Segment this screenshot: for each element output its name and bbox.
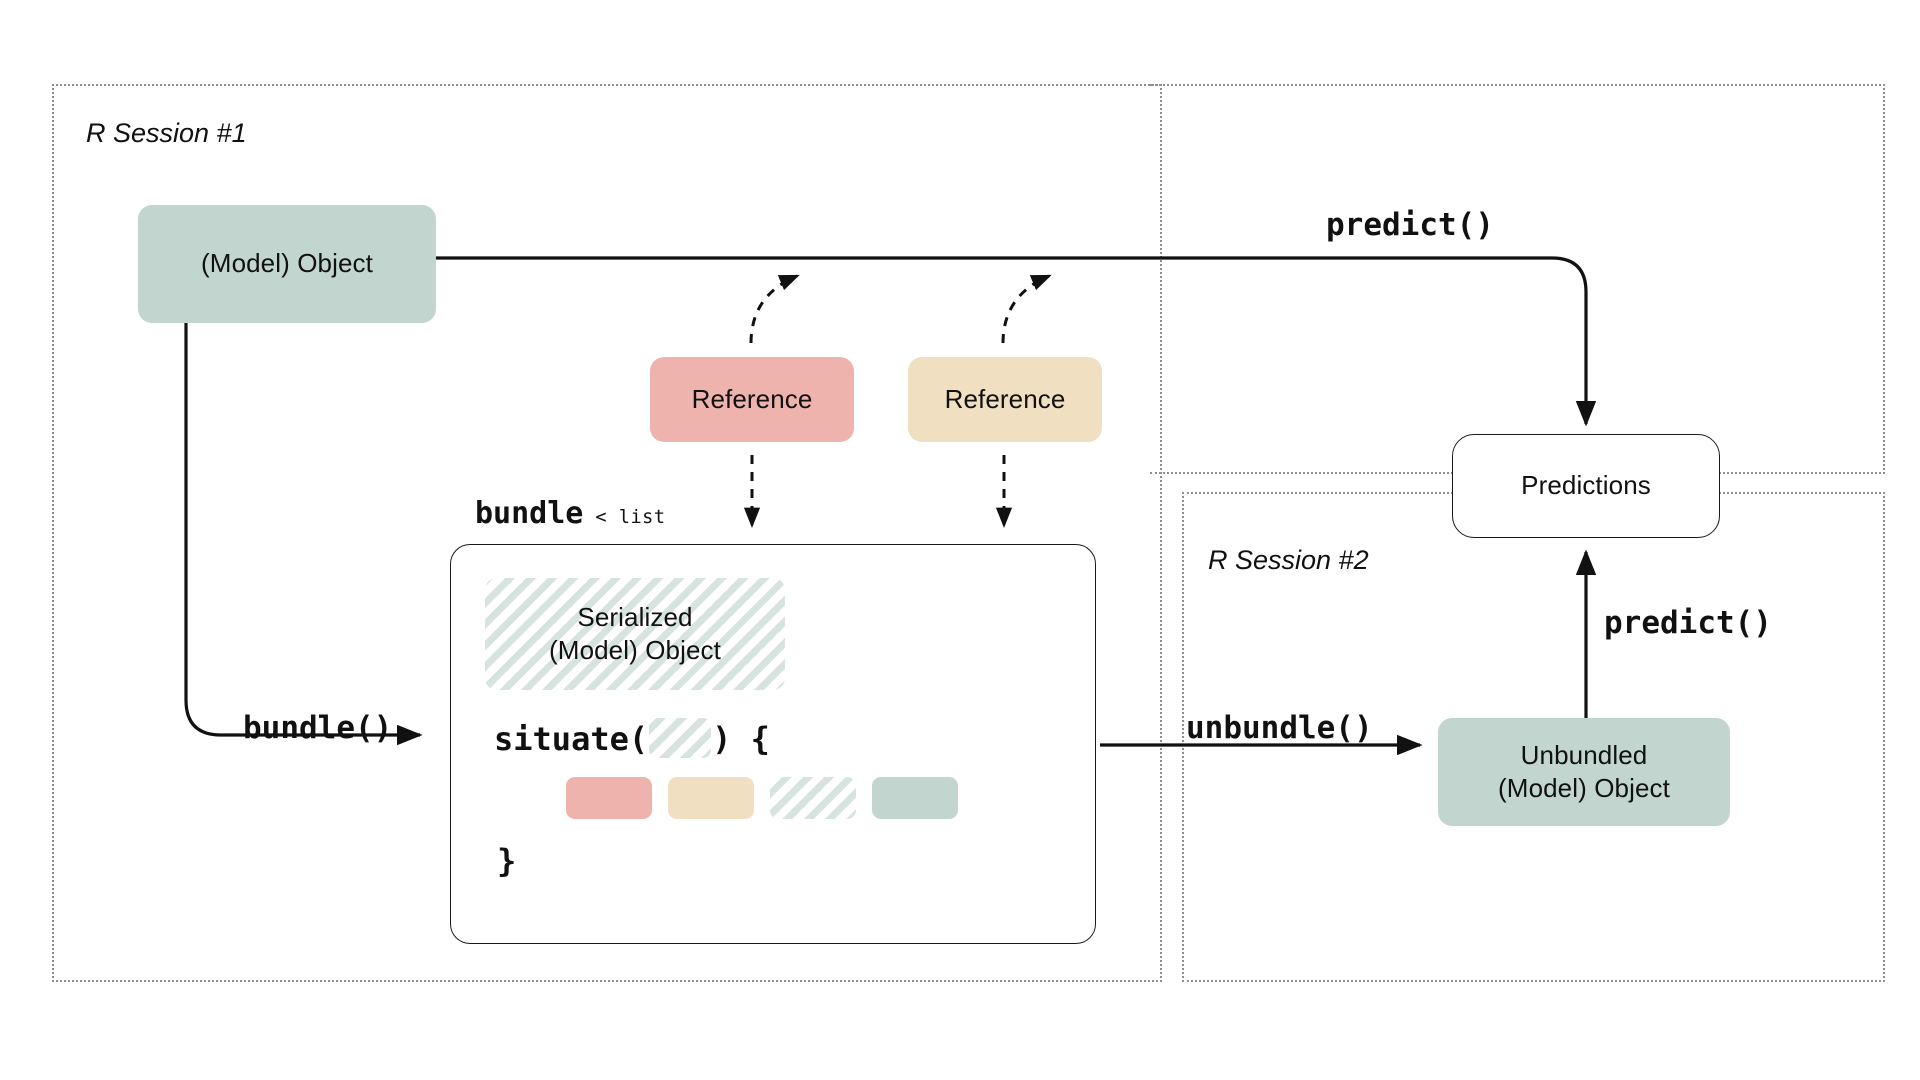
chip-teal[interactable] (872, 777, 958, 819)
situate-arg-hatched-chip (649, 718, 712, 758)
bundle-call-label: bundle() (243, 710, 393, 746)
reference-node-2[interactable]: Reference (908, 357, 1102, 442)
reference-node-1[interactable]: Reference (650, 357, 854, 442)
session-1-label: R Session #1 (86, 118, 247, 148)
reference-label-2: Reference (944, 383, 1066, 414)
chip-pink[interactable] (566, 777, 652, 819)
session-1-container-right-wing (1150, 84, 1885, 474)
serialized-model-object-node[interactable]: Serialized (Model) Object (485, 578, 785, 690)
model-object-node[interactable]: (Model) Object (138, 205, 436, 323)
bundle-list-type: < list (595, 507, 666, 528)
serialized-label-line-1: Serialized (577, 601, 693, 632)
chip-hatch[interactable] (770, 777, 856, 819)
predict-session2-label: predict() (1604, 605, 1772, 641)
unbundled-label-line-2: (Model) Object (1498, 773, 1670, 803)
chip-tan[interactable] (668, 777, 754, 819)
situate-signature: situate( ) { (494, 718, 770, 758)
session-2-label: R Session #2 (1208, 545, 1369, 575)
bundle-list-label: bundle < list (475, 496, 666, 531)
session-1-container (52, 84, 1162, 982)
predictions-label: Predictions (1521, 470, 1651, 501)
situate-closing-brace: } (497, 842, 517, 880)
bundle-keyword: bundle (475, 496, 584, 531)
situate-open-text: situate( (494, 720, 649, 758)
unbundled-label-line-1: Unbundled (1520, 739, 1648, 770)
reference-label-1: Reference (691, 383, 813, 414)
unbundle-call-label: unbundle() (1186, 710, 1373, 746)
model-object-label: (Model) Object (201, 248, 373, 279)
predictions-node[interactable]: Predictions (1452, 434, 1720, 538)
serialized-label-line-2: (Model) Object (549, 635, 721, 665)
unbundled-model-object-node[interactable]: Unbundled (Model) Object (1438, 718, 1730, 826)
predict-top-label: predict() (1326, 207, 1494, 243)
situate-close-text: ) { (712, 720, 770, 758)
